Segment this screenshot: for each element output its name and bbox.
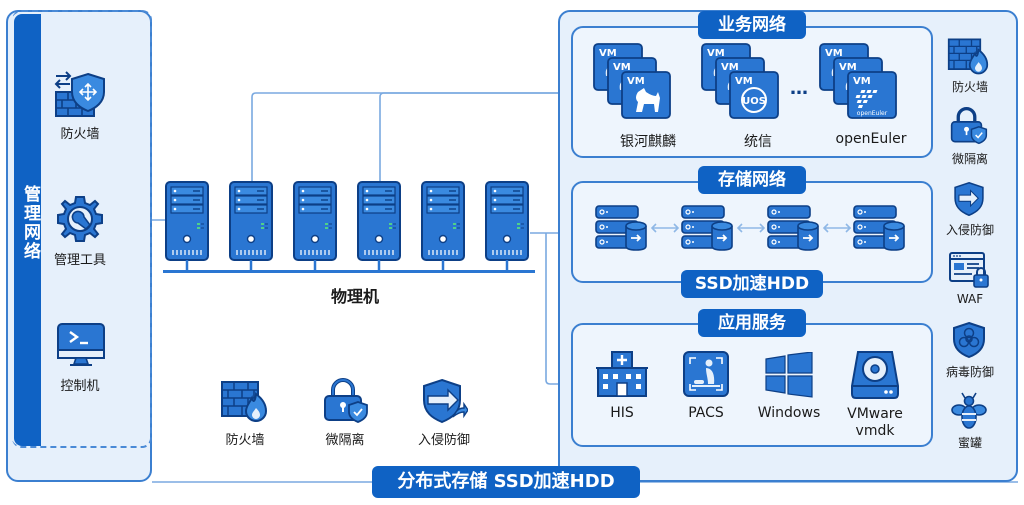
vm-group-label-uos: 统信 [744,134,772,150]
vm-group-label-openeuler: openEuler [835,131,907,147]
windows-icon [764,351,814,402]
management-title: 管理网络 [20,185,40,261]
vm-stacks: VM VM VM VM VM VM UOS VM VM VM openEuler [590,40,920,130]
vm-ellipsis: … [790,78,808,99]
svg-text:VM: VM [613,62,631,73]
gear-wrench-icon [56,195,104,247]
bottom-ips-label: 入侵防御 [417,433,470,448]
distributed-storage-banner: 分布式存储 SSD加速HDD [372,466,640,498]
waf-lock-icon [948,251,990,293]
shield-arrow-icon [952,180,986,222]
vm-group-label-kylin: 银河麒麟 [620,134,676,150]
storage-network-title: 存储网络 [698,166,806,194]
server-tower-icon [293,181,337,270]
right-firewall-label: 防火墙 [951,80,988,94]
biohazard-shield-icon [952,321,986,363]
bottom-microseg-label: 微隔离 [325,433,365,448]
app-label-pacs: PACS [688,405,724,421]
hospital-icon [596,350,648,402]
right-microseg-label: 微隔离 [951,152,988,166]
app-services-title: 应用服务 [698,309,806,337]
business-network-title: 业务网络 [698,11,806,39]
uos-icon: UOS [741,87,767,113]
storage-nodes [592,204,922,254]
svg-text:VM: VM [707,48,725,59]
bottom-firewall-label: 防火墙 [225,433,265,448]
mgmt-firewall-label: 防火墙 [60,127,100,142]
management-dashed-border [12,10,152,448]
server-tower-icon [229,181,273,270]
lock-shield-icon [950,106,988,150]
firewall-flame-icon [947,37,989,79]
vm-stack-1: VM VM VM UOS [701,43,779,119]
app-label-vmware: VMware [847,406,903,422]
svg-text:VM: VM [735,76,753,87]
app-label-vmdk: vmdk [855,423,895,439]
right-waf-label: WAF [956,292,984,306]
server-tower-icon [165,181,209,270]
management-title-strip [14,14,41,446]
physical-servers [160,180,540,280]
lock-shield-icon [323,378,369,428]
storage-node-icon [853,205,905,251]
vm-stack-0: VM VM VM [593,43,671,119]
server-tower-icon [485,181,529,270]
server-tower-icon [421,181,465,270]
svg-text:VM: VM [839,62,857,73]
svg-text:VM: VM [627,76,645,87]
vm-stack-2: VM VM VM openEuler [819,43,897,119]
right-ips-label: 入侵防御 [945,223,994,237]
disk-drive-icon [850,350,900,404]
firewall-router-icon [52,70,108,124]
console-monitor-icon [56,322,106,372]
pacs-scan-icon [682,350,730,402]
server-tower-icon [357,181,401,270]
storage-node-icon [595,205,647,251]
svg-text:openEuler: openEuler [857,110,888,117]
bidirectional-arrow-icon [650,223,680,233]
server-bus-line [163,270,535,273]
svg-text:UOS: UOS [742,96,766,107]
servers-label: 物理机 [330,287,379,306]
kylin-icon [636,88,660,112]
right-honeypot-label: 蜜罐 [957,436,982,450]
firewall-flame-icon [220,380,268,426]
app-label-windows: Windows [757,405,821,421]
openeuler-icon: openEuler [855,90,888,117]
storage-node-icon [681,205,733,251]
bee-icon [951,392,987,434]
right-antivirus-label: 病毒防御 [945,365,994,379]
svg-text:VM: VM [825,48,843,59]
mgmt-tools-label: 管理工具 [53,253,106,268]
bidirectional-arrow-icon [736,223,766,233]
shield-arrow-icon [420,378,469,428]
bidirectional-arrow-icon [822,223,852,233]
storage-node-icon [767,205,819,251]
svg-text:VM: VM [853,76,871,87]
mgmt-console-label: 控制机 [60,379,100,394]
svg-text:VM: VM [721,62,739,73]
svg-text:VM: VM [599,48,617,59]
app-label-his: HIS [610,405,634,421]
storage-footer-tag: SSD加速HDD [681,270,823,298]
